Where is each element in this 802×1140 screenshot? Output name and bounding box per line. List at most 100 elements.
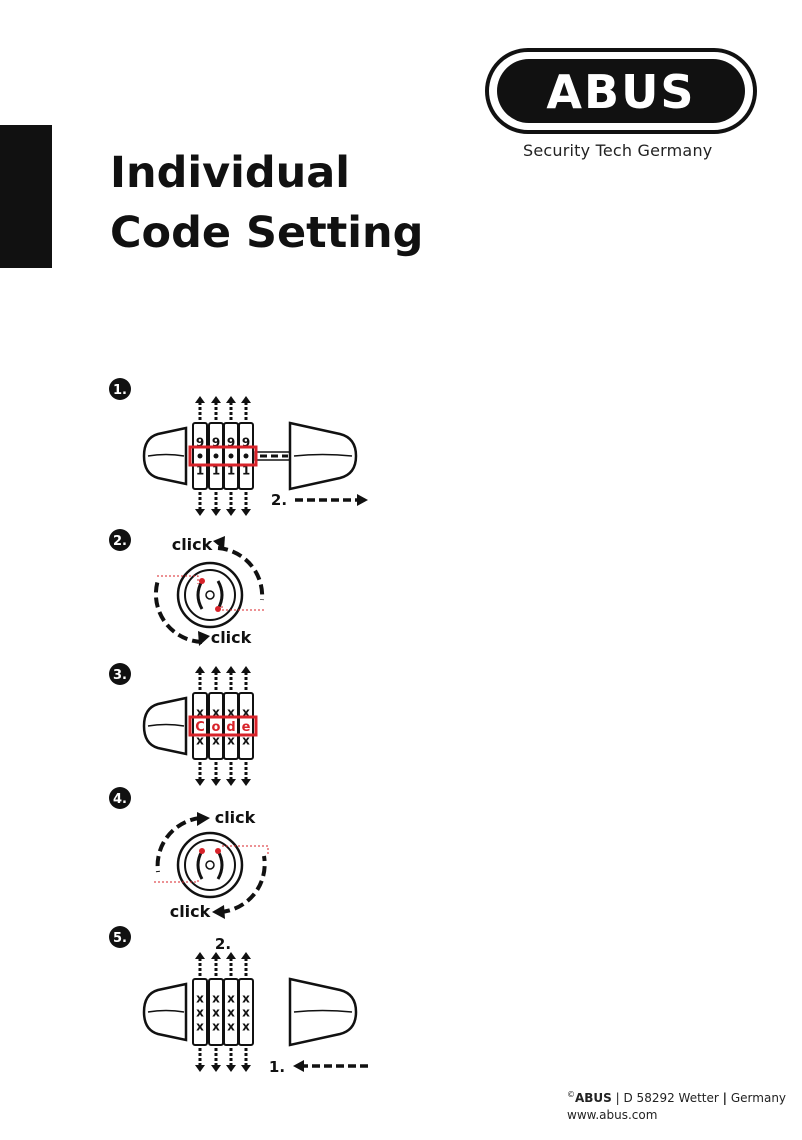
arrow-head (357, 494, 368, 506)
arrow-head (195, 509, 205, 516)
wheel-character: 9 (212, 436, 220, 450)
code-letter: o (212, 720, 221, 735)
copyright-symbol: © (567, 1090, 575, 1099)
wheel-character: x (242, 1006, 250, 1020)
arrow-head (226, 666, 236, 673)
arrow-head (195, 779, 205, 786)
footer-address: D 58292 Wetter (623, 1091, 719, 1105)
guide-line (221, 606, 266, 611)
wheel-character: x (227, 706, 235, 720)
arrow-down (211, 762, 221, 786)
lock-left-end-cap (142, 696, 188, 756)
wheel-character: 9 (227, 436, 235, 450)
red-marker (215, 606, 221, 612)
arrow-head (211, 952, 221, 959)
guide-line (152, 880, 199, 883)
arrow-head (198, 631, 210, 646)
code-letter: e (242, 720, 251, 735)
arrow-up (226, 952, 236, 976)
step-number: 2. (113, 534, 127, 549)
wheel-character: x (227, 1006, 235, 1020)
step-number-badge: 2. (109, 529, 131, 551)
wheel-dot (197, 453, 203, 459)
step-number: 5. (113, 931, 127, 946)
arrow-head (241, 1065, 251, 1072)
arrow-down (195, 762, 205, 786)
lock-dial (176, 831, 244, 899)
arrow-head (212, 905, 225, 919)
step-circle (109, 787, 131, 809)
wheel-character: x (196, 1020, 204, 1034)
highlight-box (188, 445, 258, 467)
lock-right-end-cap (288, 977, 358, 1047)
step-number: 3. (113, 668, 127, 683)
arrow-up (241, 396, 251, 420)
footer-website: www.abus.com (567, 1108, 658, 1122)
wheel-character: 1 (227, 464, 235, 478)
red-marker (215, 848, 221, 854)
arrow-head (241, 952, 251, 959)
arrow-up (241, 666, 251, 690)
red-marker (199, 578, 205, 584)
arrow-head (195, 396, 205, 403)
wheel-character: x (196, 706, 204, 720)
logo-tagline: Security Tech Germany (523, 141, 713, 160)
arrow-pull-right (295, 494, 368, 506)
arrow-up (195, 666, 205, 690)
lock-dial (176, 561, 244, 629)
arrow-head (226, 779, 236, 786)
step-5-sub-label: 2. (215, 935, 231, 953)
arrow-head (197, 812, 210, 826)
step-circle (109, 378, 131, 400)
arrow-push-left (293, 1060, 368, 1072)
arrow-head (211, 509, 221, 516)
arrow-head (211, 1065, 221, 1072)
arrow-head (241, 666, 251, 673)
wheel-character: 9 (242, 436, 250, 450)
step-circle (109, 926, 131, 948)
cap-line (293, 453, 353, 457)
wheel-character: 1 (196, 464, 204, 478)
wheel-character: x (196, 734, 204, 748)
wheel (238, 978, 254, 1046)
rotation-arc (153, 579, 203, 644)
wheel-character: x (242, 706, 250, 720)
wheel-character: x (212, 1020, 220, 1034)
cap-line (147, 453, 185, 457)
cap-body (142, 426, 188, 486)
wheel-character: x (227, 734, 235, 748)
dial-center (205, 590, 215, 600)
footer-country: Germany (730, 1091, 787, 1105)
arrow-head (226, 952, 236, 959)
wheel (238, 692, 254, 760)
wheel-character: 9 (196, 436, 204, 450)
arrow-head (293, 1060, 304, 1072)
cap-line (147, 1009, 185, 1013)
arrow-head (211, 666, 221, 673)
arrow-down (226, 762, 236, 786)
dial-inner (184, 569, 236, 621)
click-label: click (172, 535, 213, 554)
wheel-character: x (242, 734, 250, 748)
wheel (192, 692, 208, 760)
wheel-character: x (227, 1020, 235, 1034)
step-number: 4. (113, 792, 127, 807)
wheel-character: x (212, 734, 220, 748)
arrow-head (226, 509, 236, 516)
arrow-head (195, 666, 205, 673)
step-number: 1. (113, 383, 127, 398)
arrow-down (195, 1048, 205, 1072)
arrow-down (195, 492, 205, 516)
code-letter: d (226, 720, 235, 735)
wheel-character: x (242, 992, 250, 1006)
wheel-dot (228, 453, 234, 459)
wheel-dot (243, 453, 249, 459)
arrow-head (226, 396, 236, 403)
wheel-dot (213, 453, 219, 459)
lock-left-end-cap (142, 426, 188, 486)
title-line-1: Individual (110, 148, 351, 198)
arrow-head (195, 1065, 205, 1072)
